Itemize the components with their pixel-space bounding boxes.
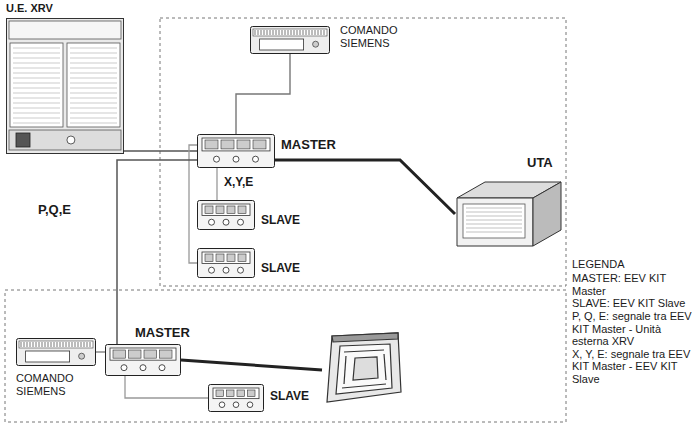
node-label: MASTER: [281, 138, 361, 153]
node-label: SLAVE: [261, 214, 321, 228]
node-label: MASTER: [135, 326, 215, 341]
node-label: SLAVE: [261, 262, 321, 276]
air-handling-unit: [455, 180, 563, 248]
controller-device: [250, 26, 330, 54]
node-label: COMANDO SIEMENS: [16, 372, 96, 397]
controller-node: COMANDO SIEMENS: [250, 24, 414, 54]
slave-node: SLAVE: [197, 200, 321, 230]
eev-kit-module: [197, 134, 275, 168]
node-label: SLAVE: [270, 390, 330, 404]
signal-wire: [275, 160, 455, 214]
outdoor-unit-node: U.E. XRV: [4, 2, 126, 154]
group-outline: [160, 18, 566, 286]
master-node: MASTER: [197, 134, 361, 168]
signal-wire: [117, 160, 197, 344]
group-outline: [5, 290, 566, 422]
controller-device: [16, 338, 96, 366]
eev-kit-module: [208, 384, 264, 412]
legend-entry: P, Q, E: segnale tra EEV KIT Master - Un…: [572, 310, 696, 348]
legend-entry: MASTER: EEV KIT Master: [572, 272, 696, 297]
wire: [181, 360, 322, 370]
legend-title: LEGENDA: [572, 258, 696, 271]
eev-kit-module: [197, 200, 255, 230]
signal-wire: [189, 145, 197, 263]
legend-entry: SLAVE: EEV KIT Slave: [572, 297, 696, 310]
slave-node: SLAVE: [208, 384, 330, 412]
master-node: MASTER: [105, 326, 215, 376]
node-label: COMANDO SIEMENS: [340, 24, 414, 49]
uta-node: UTA: [455, 150, 567, 248]
outdoor-unit: [6, 18, 124, 154]
signal-wire: [125, 376, 208, 398]
legend-entry: X, Y, E: segnale tra EEV KIT Master - EE…: [572, 348, 696, 386]
signal-wire: [96, 351, 105, 352]
node-label: U.E. XRV: [6, 2, 126, 15]
slave-node: SLAVE: [197, 248, 321, 278]
signal-wire: [216, 168, 217, 200]
signal-wire: [124, 150, 197, 152]
signal-name: X,Y,E: [222, 176, 255, 190]
signal-wire: [236, 54, 290, 134]
controller-node: COMANDO SIEMENS: [10, 330, 96, 398]
cassette-unit: [327, 333, 401, 402]
node-label: UTA: [527, 156, 567, 171]
signal-name: P,Q,E: [38, 203, 108, 218]
eev-kit-module: [197, 248, 255, 278]
eev-kit-module: [105, 344, 181, 376]
